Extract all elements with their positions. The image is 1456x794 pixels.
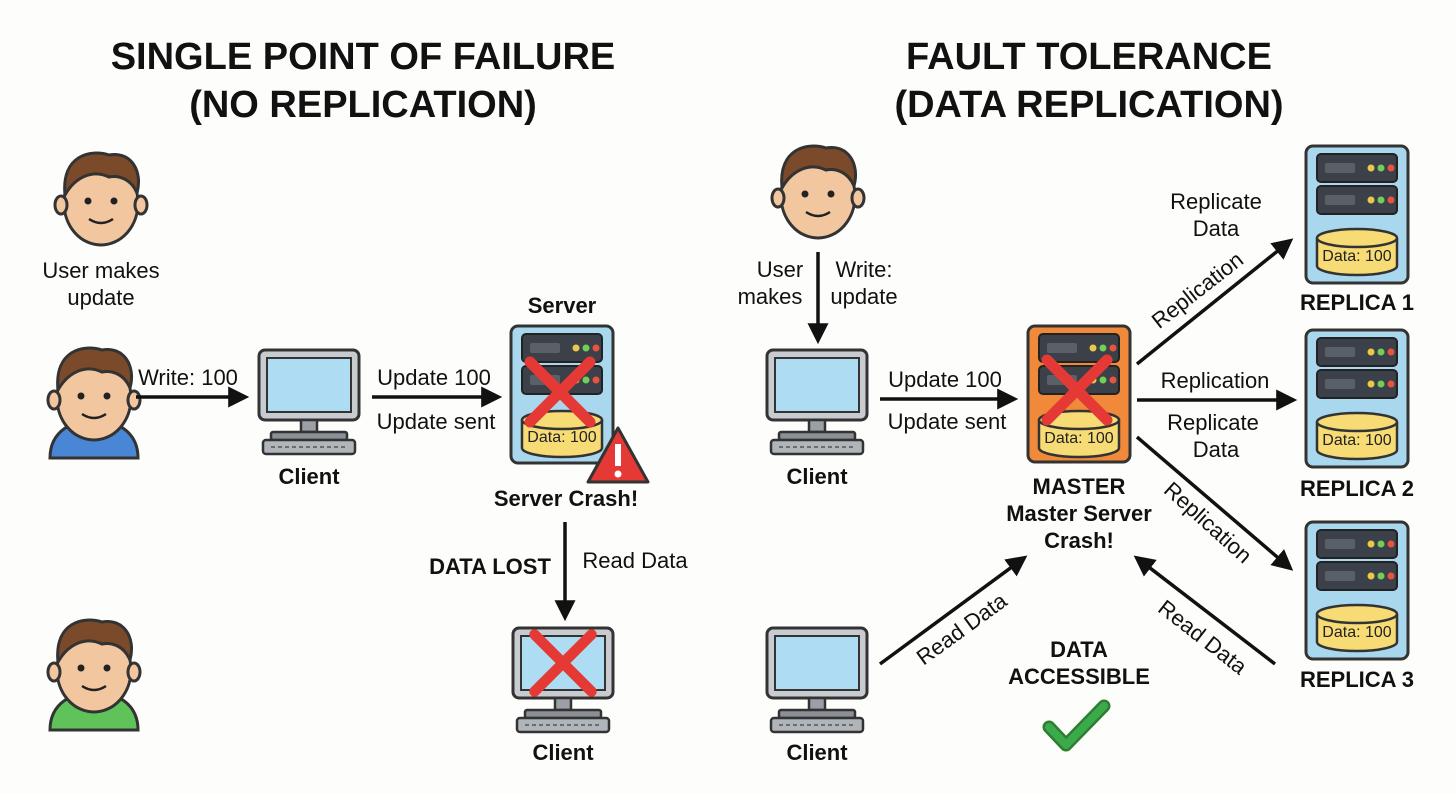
left-server-crash-label: Server Crash! bbox=[494, 486, 638, 511]
right-client-label: Client bbox=[786, 464, 848, 489]
replication-label-3: Replication bbox=[1159, 477, 1257, 568]
left-write-label: Write: 100 bbox=[138, 365, 238, 390]
right-write-line2: update bbox=[830, 284, 897, 309]
monitor-icon bbox=[765, 348, 869, 456]
replica1-data: Data: 100 bbox=[1322, 248, 1391, 265]
checkmark-icon bbox=[1042, 699, 1111, 752]
user-icon bbox=[46, 618, 142, 732]
replicate-data-1-line2: Data bbox=[1193, 216, 1240, 241]
left-client-label: Client bbox=[278, 464, 340, 489]
right-master-label: MASTER bbox=[1033, 474, 1126, 499]
monitor-icon bbox=[511, 626, 615, 734]
right-update-sent-label: Update sent bbox=[888, 409, 1007, 434]
left-user-caption-line1: User makes bbox=[42, 258, 159, 283]
replicate-data-1-line1: Replicate bbox=[1170, 189, 1262, 214]
left-title-line1: SINGLE POINT OF FAILURE bbox=[111, 36, 616, 78]
right-user-makes-line2: makes bbox=[738, 284, 803, 309]
replica3-label: REPLICA 3 bbox=[1300, 667, 1414, 692]
right-title-line1: FAULT TOLERANCE bbox=[906, 36, 1272, 78]
left-title-line2: (NO REPLICATION) bbox=[189, 84, 537, 126]
left-server-data: Data: 100 bbox=[527, 429, 596, 446]
replica-server-icon bbox=[1304, 144, 1410, 285]
right-master-crash-line2: Crash! bbox=[1044, 528, 1114, 553]
right-client2-label: Client bbox=[786, 740, 848, 765]
replica-server-icon bbox=[1304, 328, 1410, 469]
monitor-icon bbox=[257, 348, 361, 456]
right-write-line1: Write: bbox=[835, 257, 892, 282]
monitor-icon bbox=[765, 626, 869, 734]
left-data-lost-label: DATA LOST bbox=[429, 554, 551, 579]
left-user-caption-line2: update bbox=[67, 285, 134, 310]
right-master-data: Data: 100 bbox=[1044, 430, 1113, 447]
left-update-label: Update 100 bbox=[377, 365, 491, 390]
left-server-label: Server bbox=[528, 293, 597, 318]
replication-label-2: Replication bbox=[1161, 368, 1270, 393]
read-arrow-replica bbox=[1133, 555, 1277, 666]
replication-label-1: Replication bbox=[1147, 247, 1248, 334]
right-user-makes-line1: User bbox=[757, 257, 803, 282]
replica1-label: REPLICA 1 bbox=[1300, 290, 1414, 315]
replica-server-icon bbox=[1304, 520, 1410, 661]
warning-icon bbox=[586, 426, 650, 484]
replicate-data-2-line2: Data bbox=[1193, 437, 1240, 462]
left-update-sent-label: Update sent bbox=[377, 409, 496, 434]
replicate-data-2-line1: Replicate bbox=[1167, 410, 1259, 435]
data-accessible-line1: DATA bbox=[1050, 637, 1108, 662]
replication-arrow-1 bbox=[1135, 238, 1294, 366]
user-icon bbox=[770, 144, 866, 240]
left-read-data-label: Read Data bbox=[582, 548, 688, 573]
user-icon bbox=[46, 346, 142, 460]
replica3-data: Data: 100 bbox=[1322, 624, 1391, 641]
data-accessible-line2: ACCESSIBLE bbox=[1008, 664, 1150, 689]
replica2-data: Data: 100 bbox=[1322, 432, 1391, 449]
right-update-label: Update 100 bbox=[888, 367, 1002, 392]
right-master-crash-line1: Master Server bbox=[1006, 501, 1152, 526]
right-title-line2: (DATA REPLICATION) bbox=[894, 84, 1283, 126]
replication-arrow-3 bbox=[1135, 435, 1294, 571]
left-client2-label: Client bbox=[532, 740, 594, 765]
user-icon bbox=[53, 151, 149, 247]
replica2-label: REPLICA 2 bbox=[1300, 476, 1414, 501]
read-arrow-client bbox=[878, 555, 1028, 666]
